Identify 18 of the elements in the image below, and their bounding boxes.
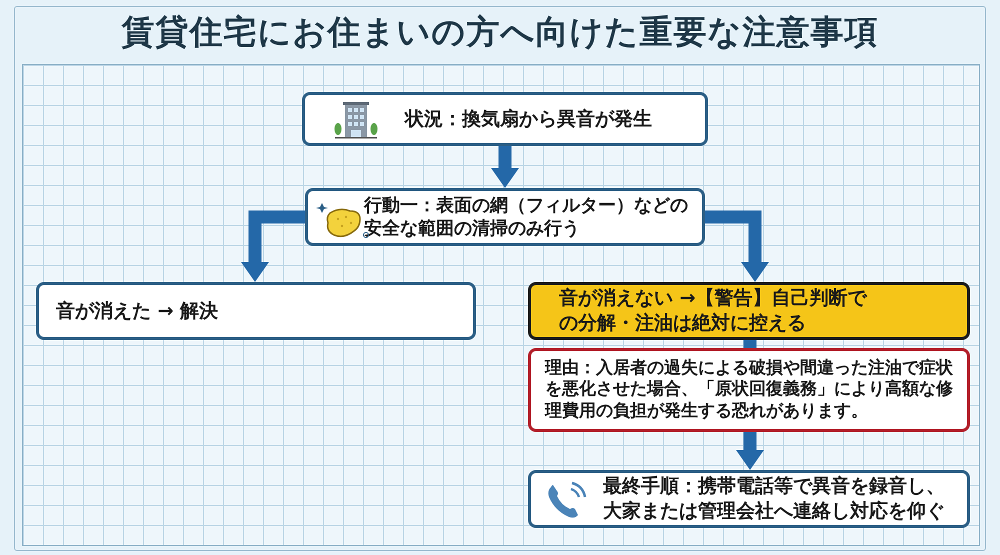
- box-text: 理由：入居者の過失による破損や間違った注油で症状を悪化させた場合、「原状回復義務」により高額な修理費用の負担が発生する恐れがあります。: [545, 358, 954, 422]
- box-text: 状況：換気扇から異音が発生: [405, 106, 653, 132]
- final-step-box: [528, 470, 970, 528]
- reason-box: [528, 348, 970, 432]
- arrow: [491, 146, 519, 188]
- result-box: [36, 282, 476, 340]
- arrow: [241, 210, 305, 282]
- arrow: [736, 432, 764, 470]
- action-box: [305, 188, 705, 246]
- box-text: 行動一：表面の網（フィルター）などの安全な範囲の清掃のみ行う: [364, 194, 689, 240]
- box-text: 最終手順：携帯電話等で異音を録音し、大家または管理会社へ連絡し対応を仰ぐ: [603, 474, 946, 524]
- connector: [744, 340, 756, 348]
- box-text: 音が消えた → 解決: [56, 298, 220, 324]
- box-text: 音が消えない →【警告】自己判断での分解・注油は絶対に控える: [559, 286, 868, 336]
- status-box: [302, 92, 708, 146]
- title: 賃貸住宅にお住まいの方へ向けた重要な注意事項: [120, 11, 880, 53]
- arrow: [705, 210, 769, 282]
- warning-box: [528, 282, 970, 340]
